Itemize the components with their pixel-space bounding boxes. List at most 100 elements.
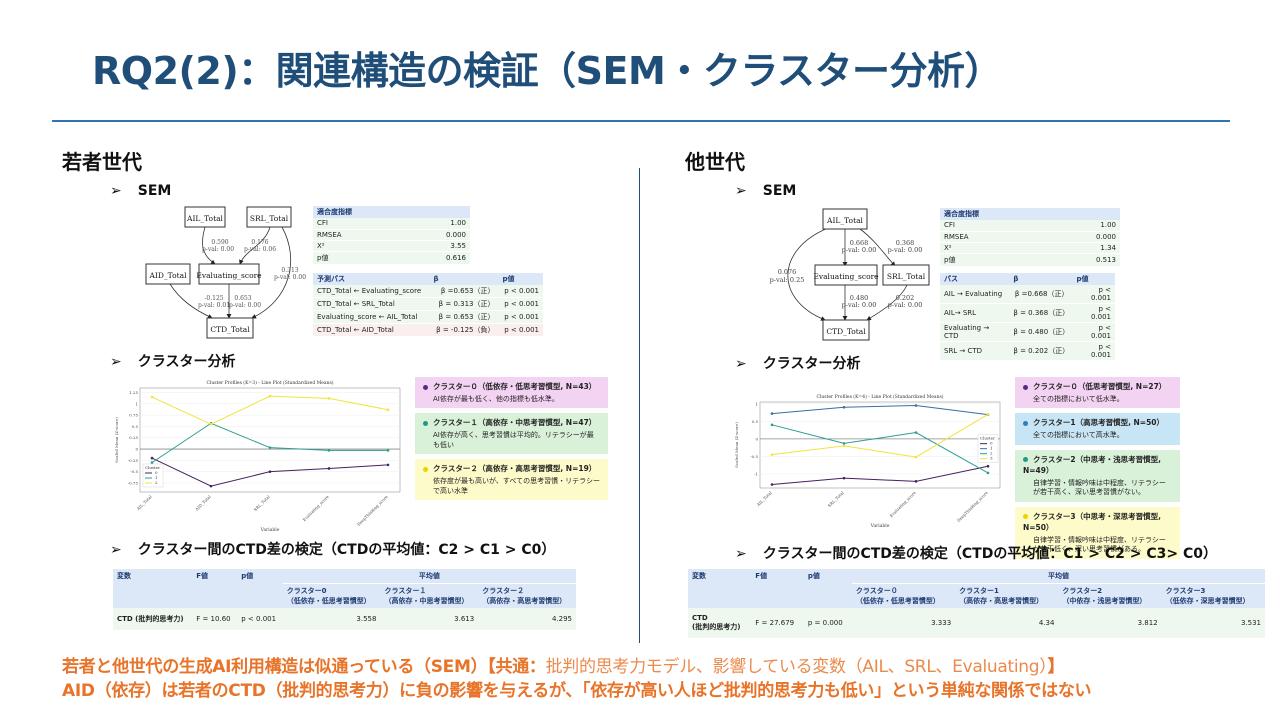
mean-cell: 4.34 <box>955 608 1059 638</box>
data-point <box>386 449 390 452</box>
y-tick-label: -1 <box>754 471 758 476</box>
right-cluster-legend: クラスター０（低思考習慣型, N=27） 全ての指標において低水準。クラスター1（… <box>1015 377 1180 559</box>
table-cell: 1.00 <box>397 218 470 230</box>
cluster-legend-title: クラスター１（高依存・中思考習慣型, N=47） <box>423 417 600 428</box>
cluster-legend-title: クラスター０（低思考習慣型, N=27） <box>1023 381 1172 392</box>
table-cell: Evaluating_score ← AIL_Total <box>313 310 430 324</box>
edge-label: p-val: 0.00 <box>842 301 877 309</box>
data-point <box>327 397 331 400</box>
col-mean: 平均値 <box>851 569 1265 584</box>
cluster-legend-desc: 全ての指標において高水準。 <box>1033 431 1124 440</box>
y-tick-label: -0.25 <box>128 458 139 463</box>
f-cell: F = 27.679 <box>751 608 804 638</box>
data-point <box>986 471 990 475</box>
series-line-2 <box>771 424 989 474</box>
y-tick-label: 0.5 <box>752 419 759 424</box>
table-cell: 3.55 <box>397 240 470 252</box>
edge-label: 0.668 <box>850 239 869 247</box>
cluster-dot-icon <box>1023 420 1028 426</box>
table-cell: p < 0.001 <box>498 297 543 311</box>
edge-label: p-val: 0.00 <box>888 246 923 254</box>
table-cell: 0.000 <box>1036 231 1120 243</box>
col-cluster: クラスター0（低依存・低思考習慣型） <box>282 583 381 608</box>
edge-label: p-val: 0.25 <box>770 276 805 284</box>
table-cell: β = 0.480（正） <box>1009 322 1073 342</box>
col-f: F値 <box>751 569 804 608</box>
node-aid: AID_Total <box>149 271 188 280</box>
p-cell: p = 0.000 <box>803 608 852 638</box>
x-tick-label: Evaluating_score <box>302 494 331 523</box>
title-divider <box>52 120 1230 122</box>
col-mean: 平均値 <box>282 569 576 584</box>
col-cluster: クラスター1（高依存・高思考習慣型） <box>955 583 1059 608</box>
data-point <box>150 456 154 460</box>
right-heading: 他世代 <box>685 150 745 174</box>
cluster-dot-icon <box>1023 514 1028 520</box>
node-eval: Evaluating_score <box>196 271 262 280</box>
chart-title: Cluster Profiles (K=4) - Line Plot (Stan… <box>816 393 943 400</box>
series-line-0 <box>771 465 989 485</box>
legend-label: 1 <box>155 475 158 480</box>
col-cluster: クラスター２（高依存・高思考習慣型） <box>478 583 576 608</box>
legend-label: 0 <box>990 441 993 446</box>
page-title: RQ2(2)：関連構造の検証（SEM・クラスター分析） <box>92 49 1003 93</box>
mean-cell: 3.531 <box>1161 608 1265 638</box>
mean-cell: 3.333 <box>851 608 956 638</box>
table-cell: p < 0.001 <box>498 285 543 298</box>
cluster-legend-card: クラスター０（低依存・低思考習慣型, N=43）AI依存が最も低く、他の指標も低… <box>415 377 608 409</box>
chart-title: Cluster Profiles (K=3) - Line Plot (Stan… <box>206 379 333 386</box>
edge-label: 0.076 <box>778 268 797 276</box>
table-cell: p値 <box>313 251 398 265</box>
cluster-legend-title: クラスター1（高思考習慣型, N=50） <box>1023 417 1172 428</box>
data-point <box>914 431 918 434</box>
node-srl: SRL_Total <box>250 214 289 223</box>
data-point <box>986 412 990 416</box>
legend-title: Cluster <box>980 436 995 441</box>
cluster-dot-icon <box>1023 457 1028 463</box>
col-f: F値 <box>192 569 238 608</box>
x-axis-label: Variable <box>870 523 890 529</box>
cluster-legend-title: クラスター2（中思考・浅思考習慣型, N=49） <box>1023 454 1161 475</box>
y-tick-label: 1 <box>755 401 758 406</box>
y-tick-label: 0 <box>135 447 138 452</box>
table-cell: β =0.668（正） <box>1009 285 1073 304</box>
cluster-legend-desc: 依存度が最も高いが、すべての思考習慣・リテラシーで高い水準 <box>433 477 600 495</box>
x-tick-label: SRL_Total <box>827 490 846 509</box>
table-cell: 1.00 <box>1036 220 1120 232</box>
x-tick-label: AID_Total <box>194 494 213 513</box>
y-tick-label: 0.75 <box>129 413 138 418</box>
data-point <box>842 442 846 445</box>
data-point <box>327 467 331 470</box>
col-cluster: クラスター3（低依存・深思考習慣型） <box>1161 583 1265 608</box>
legend-label: 1 <box>990 446 993 451</box>
data-point <box>770 412 774 415</box>
node-ail: AIL_Total <box>186 214 224 223</box>
data-point <box>268 446 272 449</box>
cluster-legend-desc: 全ての指標において低水準。 <box>1033 395 1124 403</box>
data-point <box>842 476 846 480</box>
node-ail: AIL_Total <box>826 216 864 225</box>
table-cell: 1.34 <box>1036 242 1120 254</box>
cluster-legend-desc: AI依存が最も低く、他の指標も低水準。 <box>433 395 559 403</box>
legend-label: 0 <box>155 470 158 475</box>
right-cluster-label: ➢クラスター分析 <box>735 356 861 372</box>
edge-label: 0.480 <box>850 294 869 302</box>
cluster-dot-icon <box>1023 384 1028 390</box>
table-cell: AIL→ SRL <box>940 303 1010 323</box>
right-cluster-chart: Cluster Profiles (K=4) - Line Plot (Stan… <box>734 393 1001 529</box>
y-tick-label: -0.5 <box>130 469 138 474</box>
f-cell: F = 10.60 <box>192 608 238 630</box>
data-point <box>770 453 774 456</box>
edge-label: -0.125 <box>204 295 223 302</box>
y-tick-label: -0.5 <box>750 454 758 459</box>
edge-label: 0.313 <box>281 267 298 274</box>
table-cell: 0.616 <box>397 251 470 265</box>
table-cell: p値 <box>940 253 1037 267</box>
x-tick-label: DeepThinking_score <box>956 490 989 523</box>
edge-label: p-val: 0.00 <box>202 246 234 253</box>
